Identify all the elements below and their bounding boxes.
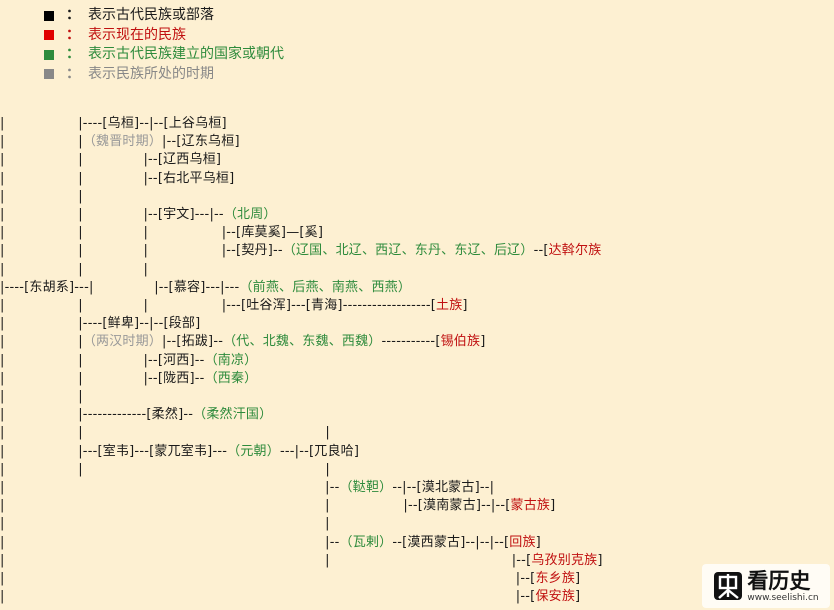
tree-segment: |--[辽东乌桓] — [162, 134, 240, 150]
tree-segment: （元朝） — [227, 443, 280, 459]
legend-colon: ： — [66, 46, 80, 62]
tree-segment: （两汉时期） — [82, 334, 163, 350]
tree-segment: | | |--[辽西乌桓] — [0, 152, 222, 168]
tree-segment: --[漠西蒙古]--|--|--[ — [392, 534, 510, 550]
tree-segment: | | — [0, 516, 330, 532]
tree-segment: （西秦） — [204, 370, 258, 386]
legend-item: ： 表示现在的民族 — [44, 26, 284, 46]
seal-logo-icon — [714, 572, 743, 600]
tree-segment: | |---[室韦]---[蒙兀室韦]--- — [0, 443, 228, 459]
legend-label: 表示古代民族建立的国家或朝代 — [88, 46, 284, 62]
tree-segment: | | |--[宇文]---|-- — [0, 207, 224, 223]
lineage-tree: | |----[乌桓]--|--[上谷乌桓] | |（魏晋时期）|--[辽东乌桓… — [0, 115, 603, 606]
tree-segment: | | |--[ — [0, 552, 532, 568]
tree-segment: | | |--[河西]-- — [0, 352, 205, 368]
legend-item: ： 表示古代民族或部落 — [44, 6, 284, 26]
tree-segment: | | — [0, 188, 83, 204]
tree-segment: | | |--[右北平乌桓] — [0, 170, 235, 186]
tree-segment: | | | |--[库莫奚]—[奚] — [0, 225, 324, 241]
tree-segment: （鞑靼） — [339, 480, 393, 496]
tree-segment: | | | |--[契丹]-- — [0, 243, 283, 259]
tree-segment: （北周） — [223, 207, 277, 223]
tree-segment: ] — [597, 552, 603, 568]
tree-segment: ] — [575, 571, 581, 587]
legend-swatch-icon — [44, 49, 54, 60]
tree-segment: | | | — [0, 261, 149, 277]
tree-segment: （南凉） — [204, 352, 258, 368]
tree-segment: （瓦剌） — [339, 534, 393, 550]
tree-segment: 乌孜别克族 — [531, 552, 598, 568]
tree-segment: （柔然汗国） — [193, 407, 273, 423]
tree-segment: | | |--[漠南蒙古]--|--[ — [0, 498, 511, 514]
legend-label: 表示现在的民族 — [88, 26, 186, 43]
tree-segment: （魏晋时期） — [82, 134, 163, 150]
legend: ： 表示古代民族或部落 ： 表示现在的民族 ： 表示古代民族建立的国家或朝代 ： 表示民族所处… — [44, 6, 284, 84]
tree-segment: ] — [550, 498, 556, 514]
tree-segment: | | | — [0, 425, 330, 441]
tree-segment: ] — [575, 589, 581, 605]
tree-segment: | |-- — [0, 534, 340, 550]
tree-segment: 东乡族 — [535, 571, 576, 587]
tree-segment: ] — [480, 334, 486, 350]
tree-segment: ] — [535, 534, 541, 550]
tree-segment: | | | — [0, 461, 330, 477]
tree-segment: ] — [462, 298, 468, 314]
tree-segment: 蒙古族 — [510, 498, 551, 514]
legend-colon: ： — [66, 65, 80, 82]
legend-label: 表示古代民族或部落 — [88, 7, 214, 23]
tree-segment: |--[拓跋]-- — [162, 334, 224, 350]
tree-segment: （辽国、北辽、西辽、东丹、东辽、后辽） — [282, 243, 534, 259]
legend-colon: ： — [66, 26, 80, 43]
tree-segment: | |--[ — [0, 589, 536, 605]
tree-segment: 保安族 — [535, 589, 576, 605]
tree-segment: （代、北魏、东魏、西魏） — [223, 334, 382, 350]
tree-segment: | | — [0, 134, 83, 150]
legend-swatch-icon — [44, 10, 54, 21]
tree-segment: | | | |---[吐谷浑]---[青海]------------------… — [0, 298, 437, 314]
tree-segment: 土族 — [436, 298, 463, 314]
tree-segment: 回族 — [509, 534, 536, 550]
tree-segment: 达斡尔族 — [548, 243, 602, 259]
site-watermark: 看历史 www.seelishi.cn — [702, 564, 830, 608]
tree-segment: --|--[漠北蒙古]--| — [392, 480, 495, 496]
tree-segment: |----[东胡系]---| |--[慕容]---|--- — [0, 279, 240, 295]
tree-segment: -----------[ — [381, 334, 441, 350]
tree-segment: | |-- — [0, 480, 340, 496]
tree-segment: --[ — [533, 243, 549, 259]
tree-segment: | |----[鲜卑]--|--[段部] — [0, 316, 201, 332]
tree-segment: | |-------------[柔然]-- — [0, 407, 194, 423]
tree-segment: （前燕、后燕、南燕、西燕） — [239, 279, 412, 295]
tree-segment: | | |--[陇西]-- — [0, 370, 205, 386]
legend-item: ： 表示古代民族建立的国家或朝代 — [44, 45, 284, 65]
watermark-title: 看历史 — [747, 568, 811, 593]
legend-swatch-icon — [44, 30, 54, 41]
tree-segment: 锡伯族 — [440, 334, 481, 350]
tree-segment: ---|--[兀良哈] — [279, 443, 360, 459]
tree-segment: | | — [0, 334, 83, 350]
watermark-url: www.seelishi.cn — [747, 593, 819, 603]
tree-segment: | | — [0, 389, 83, 405]
tree-segment: | |----[乌桓]--|--[上谷乌桓] — [0, 116, 227, 131]
legend-colon: ： — [66, 7, 80, 23]
legend-swatch-icon — [44, 69, 54, 80]
tree-segment: | |--[ — [0, 571, 536, 587]
legend-item: ： 表示民族所处的时期 — [44, 65, 284, 85]
legend-label: 表示民族所处的时期 — [88, 65, 214, 82]
